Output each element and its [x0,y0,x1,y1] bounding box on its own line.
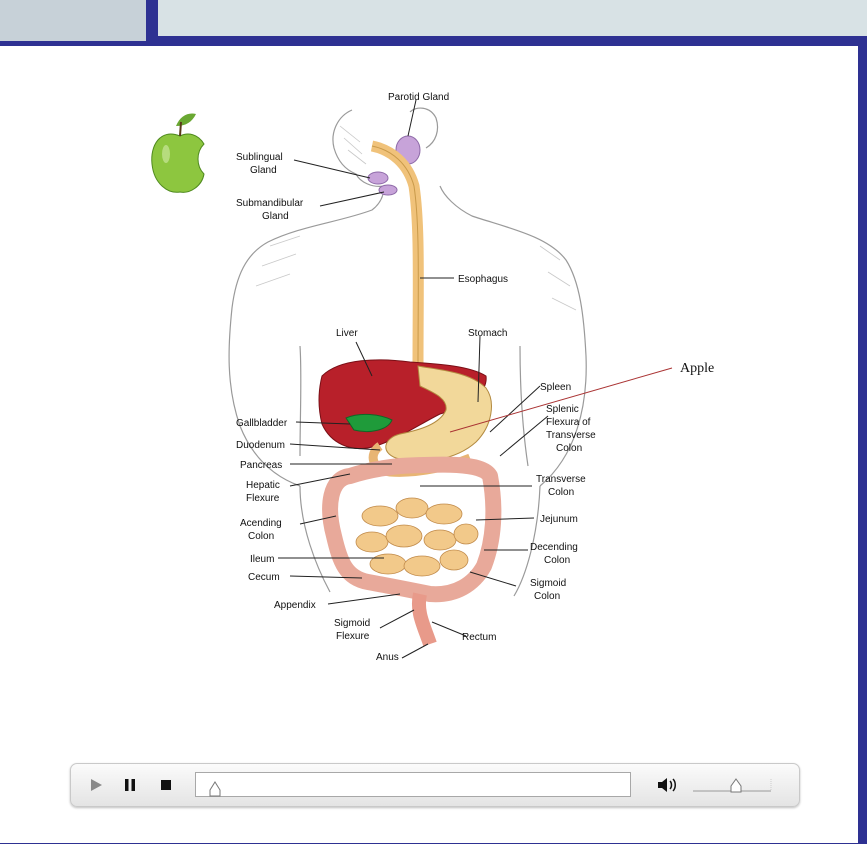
play-button[interactable] [85,774,107,796]
label-rectum: Rectum [462,632,496,643]
seek-thumb[interactable] [208,781,222,797]
sublingual-gland-shape [368,172,388,184]
label-sigmoid-colon-1: Sigmoid [530,578,566,589]
label-submandibular-1: Submandibular [236,198,304,209]
label-jejunum: Jejunum [540,514,578,525]
tab-right[interactable] [158,0,867,36]
label-pancreas: Pancreas [240,460,282,471]
bitten-apple-icon [152,114,204,193]
label-stomach: Stomach [468,328,507,339]
label-decending-2: Colon [544,555,570,566]
pause-icon [123,778,137,792]
media-player [70,763,800,807]
label-duodenum: Duodenum [236,440,285,451]
label-transverse-1: Transverse [536,474,586,485]
top-bar [0,0,867,41]
label-gallbladder: Gallbladder [236,418,288,429]
label-sublingual-2: Gland [250,165,277,176]
content-stage: Parotid Gland Sublingual Gland Submandib… [0,46,858,843]
label-esophagus: Esophagus [458,274,508,285]
label-appendix: Appendix [274,600,316,611]
digestive-system-diagram: Parotid Gland Sublingual Gland Submandib… [0,46,858,746]
label-sigmoid-flexure-2: Flexure [336,631,370,642]
label-parotid: Parotid Gland [388,92,449,103]
stop-icon [160,779,172,791]
label-cecum: Cecum [248,572,280,583]
tab-left[interactable] [0,0,146,41]
label-acending-1: Acending [240,518,282,529]
pause-button[interactable] [119,774,141,796]
small-intestine-shape [356,498,478,576]
label-sublingual-1: Sublingual [236,152,283,163]
tab-separator [146,0,158,41]
label-splenic-4: Colon [556,443,582,454]
volume-slider[interactable] [691,775,773,795]
label-ileum: Ileum [250,554,274,565]
volume-thumb[interactable] [731,779,741,792]
label-submandibular-2: Gland [262,211,289,222]
submandibular-gland-shape [379,185,397,195]
label-apple: Apple [680,361,714,376]
label-hepatic-1: Hepatic [246,480,280,491]
label-sigmoid-colon-2: Colon [534,591,560,602]
label-acending-2: Colon [248,531,274,542]
label-sigmoid-flexure-1: Sigmoid [334,618,370,629]
label-decending-1: Decending [530,542,578,553]
label-splenic-3: Transverse [546,430,596,441]
label-splenic-2: Flexura of [546,417,591,428]
stop-button[interactable] [155,774,177,796]
play-icon [89,778,103,792]
volume-icon[interactable] [656,775,678,795]
label-transverse-2: Colon [548,487,574,498]
label-splenic-1: Splenic [546,404,579,415]
label-anus: Anus [376,652,399,663]
label-hepatic-2: Flexure [246,493,280,504]
label-spleen: Spleen [540,382,571,393]
label-liver: Liver [336,328,358,339]
seek-bar[interactable] [195,772,631,797]
